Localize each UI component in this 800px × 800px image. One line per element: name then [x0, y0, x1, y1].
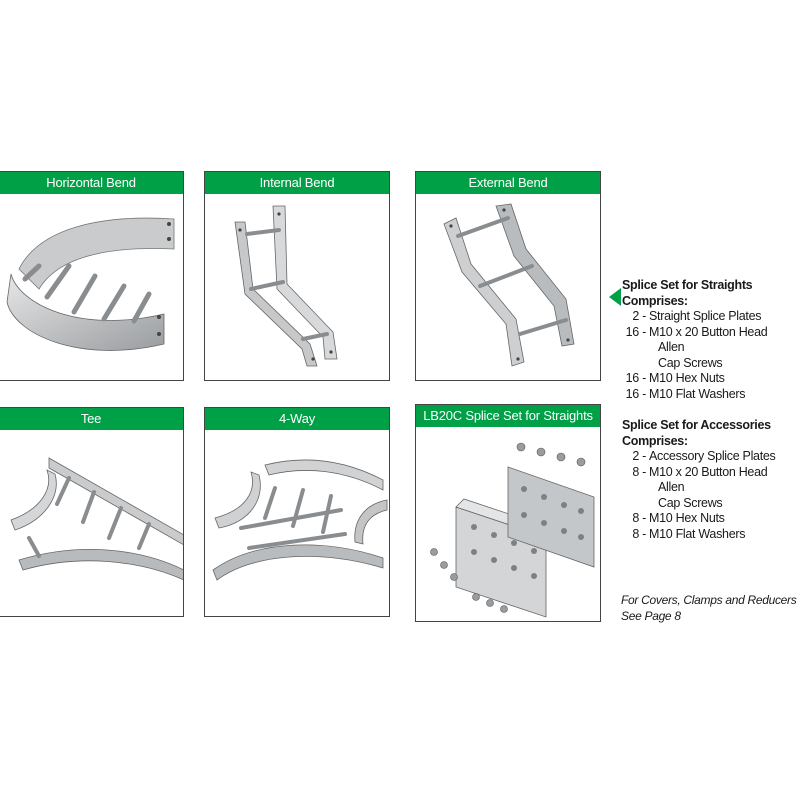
splice-set-kit-icon	[430, 442, 595, 618]
spec-item-continued: Allen	[658, 340, 685, 354]
panel-internal-bend: Internal Bend	[204, 171, 390, 381]
spec-item-continued: Cap Screws	[658, 355, 723, 370]
spec-item: 8 -M10 x 20 Button Head	[632, 464, 768, 479]
panel-title: LB20C Splice Set for Straights	[416, 405, 600, 427]
panel-title: Internal Bend	[205, 172, 389, 194]
splice-straights-spec: Splice Set for Straights Comprises: 2 -S…	[622, 278, 800, 402]
panel-title: Tee	[0, 408, 183, 430]
note-line: See Page 8	[621, 608, 681, 623]
pointer-arrow-icon	[609, 288, 621, 306]
horizontal-bend-tray-icon	[6, 217, 175, 351]
splice-accessories-spec: Splice Set for Accessories Comprises: 2 …	[622, 418, 800, 542]
spec-item-continued: Allen	[658, 480, 685, 494]
spec-item: 8 -M10 Hex Nuts	[632, 511, 725, 525]
spec-item-continued: Cap Screws	[658, 495, 723, 510]
panel-horizontal-bend: Horizontal Bend	[0, 171, 184, 381]
internal-bend-tray-icon	[234, 205, 338, 367]
panel-external-bend: External Bend	[415, 171, 601, 381]
spec-item: 8 -M10 Flat Washers	[632, 526, 746, 541]
spec-subtitle: Comprises:	[622, 433, 688, 448]
spec-item: 16 -M10 Hex Nuts	[625, 371, 725, 385]
spec-subtitle: Comprises:	[622, 293, 688, 308]
four-way-tray-icon	[212, 459, 388, 581]
spec-title: Splice Set for Accessories	[622, 418, 771, 432]
panel-title: External Bend	[416, 172, 600, 194]
panel-tee: Tee	[0, 407, 184, 617]
spec-item: 2 -Accessory Splice Plates	[632, 449, 776, 463]
spec-item: 16 -M10 Flat Washers	[625, 386, 746, 401]
panel-splice-set: LB20C Splice Set for Straights	[415, 404, 601, 622]
panel-title: Horizontal Bend	[0, 172, 183, 194]
reference-note: For Covers, Clamps and Reducers See Page…	[621, 593, 797, 624]
panel-title: 4-Way	[205, 408, 389, 430]
spec-title: Splice Set for Straights	[622, 278, 753, 292]
panel-four-way: 4-Way	[204, 407, 390, 617]
spec-item: 16 -M10 x 20 Button Head	[625, 324, 768, 339]
tee-tray-icon	[10, 457, 183, 581]
note-line: For Covers, Clamps and Reducers	[621, 593, 797, 607]
external-bend-tray-icon	[443, 203, 575, 367]
spec-item: 2 -Straight Splice Plates	[632, 309, 762, 323]
